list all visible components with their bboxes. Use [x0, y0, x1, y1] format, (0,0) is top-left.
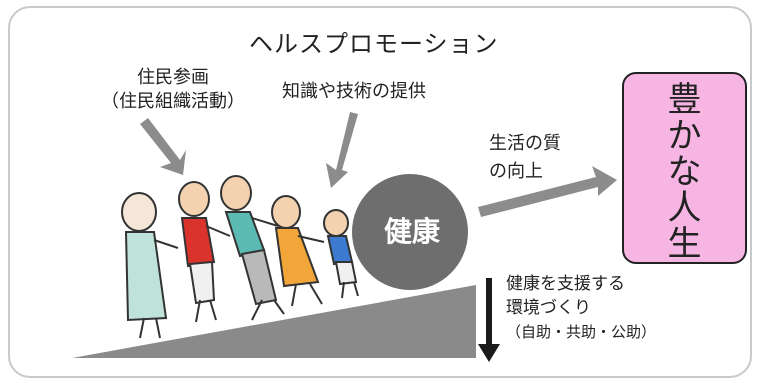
diagram-title: ヘルスプロモーション	[249, 30, 499, 58]
participation-label: 住民参画 （住民組織活動）	[78, 66, 268, 114]
life-char: か	[667, 116, 702, 156]
quality-line2: の向上	[489, 161, 543, 182]
quality-arrow	[478, 166, 617, 217]
life-char: 人	[667, 188, 702, 228]
participation-line1: 住民参画	[137, 67, 209, 88]
life-char: 生	[667, 224, 702, 264]
knowledge-label: 知識や技術の提供	[282, 81, 426, 102]
person-teal-shirt	[220, 175, 285, 321]
person-child	[323, 209, 359, 299]
person-elder-woman	[121, 192, 179, 339]
support-line1: 健康を支援する	[506, 274, 625, 294]
participation-arrow	[140, 118, 186, 175]
participation-line2: （住民組織活動）	[101, 91, 245, 112]
support-line3: （自助・共助・公助）	[506, 323, 657, 341]
person-red-shirt	[178, 181, 231, 323]
support-label: 健康を支援する 環境づくり （自助・共助・公助）	[506, 272, 656, 344]
life-char: 豊	[667, 80, 702, 120]
slope	[72, 285, 476, 358]
health-ball	[352, 174, 468, 290]
support-line2: 環境づくり	[506, 298, 591, 318]
person-orange-dress	[271, 195, 325, 307]
health-label: 健康	[383, 215, 440, 248]
rich-life-text: 豊かな人生	[624, 82, 745, 262]
people-group	[121, 175, 359, 339]
life-char: な	[667, 152, 702, 192]
quality-line1: 生活の質	[489, 133, 561, 154]
quality-label: 生活の質 の向上	[489, 130, 561, 186]
rich-life-box: 豊かな人生	[622, 72, 747, 264]
knowledge-arrow	[326, 112, 358, 188]
support-arrow	[478, 278, 500, 362]
